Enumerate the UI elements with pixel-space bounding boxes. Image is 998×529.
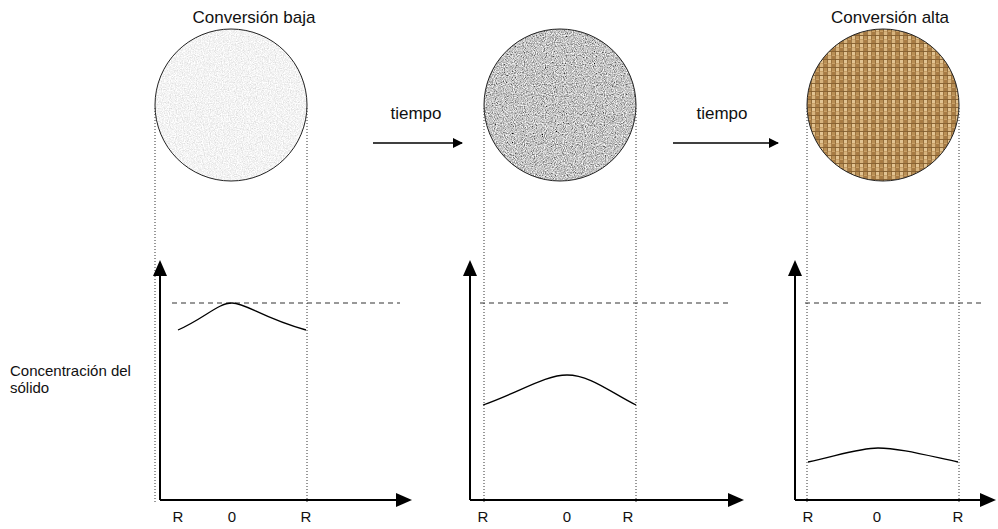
axis-tick: 0 — [563, 508, 571, 525]
particle-heading: Conversión alta — [831, 8, 949, 28]
axes — [160, 272, 984, 500]
particle-mid — [484, 29, 636, 181]
axis-tick: R — [803, 508, 814, 525]
axis-tick: 0 — [873, 508, 881, 525]
arrow-label: tiempo — [390, 104, 441, 124]
axis-tick: R — [623, 508, 634, 525]
axis-title: Concentración del sólido — [10, 362, 150, 397]
axis-heads — [153, 260, 996, 507]
axis-tick: R — [173, 508, 184, 525]
axis-tick: 0 — [228, 508, 236, 525]
concentration-profile — [178, 303, 958, 462]
axis-tick: R — [953, 508, 964, 525]
time-arrow — [673, 142, 778, 144]
axis-tick: R — [301, 508, 312, 525]
time-arrow — [373, 142, 462, 144]
projection-lines — [155, 108, 959, 504]
axis-tick: R — [478, 508, 489, 525]
particle-heading: Conversión baja — [193, 8, 316, 28]
initial-level — [172, 302, 984, 303]
particle-low — [155, 29, 307, 181]
particle-high — [807, 29, 959, 181]
arrow-label: tiempo — [696, 104, 747, 124]
